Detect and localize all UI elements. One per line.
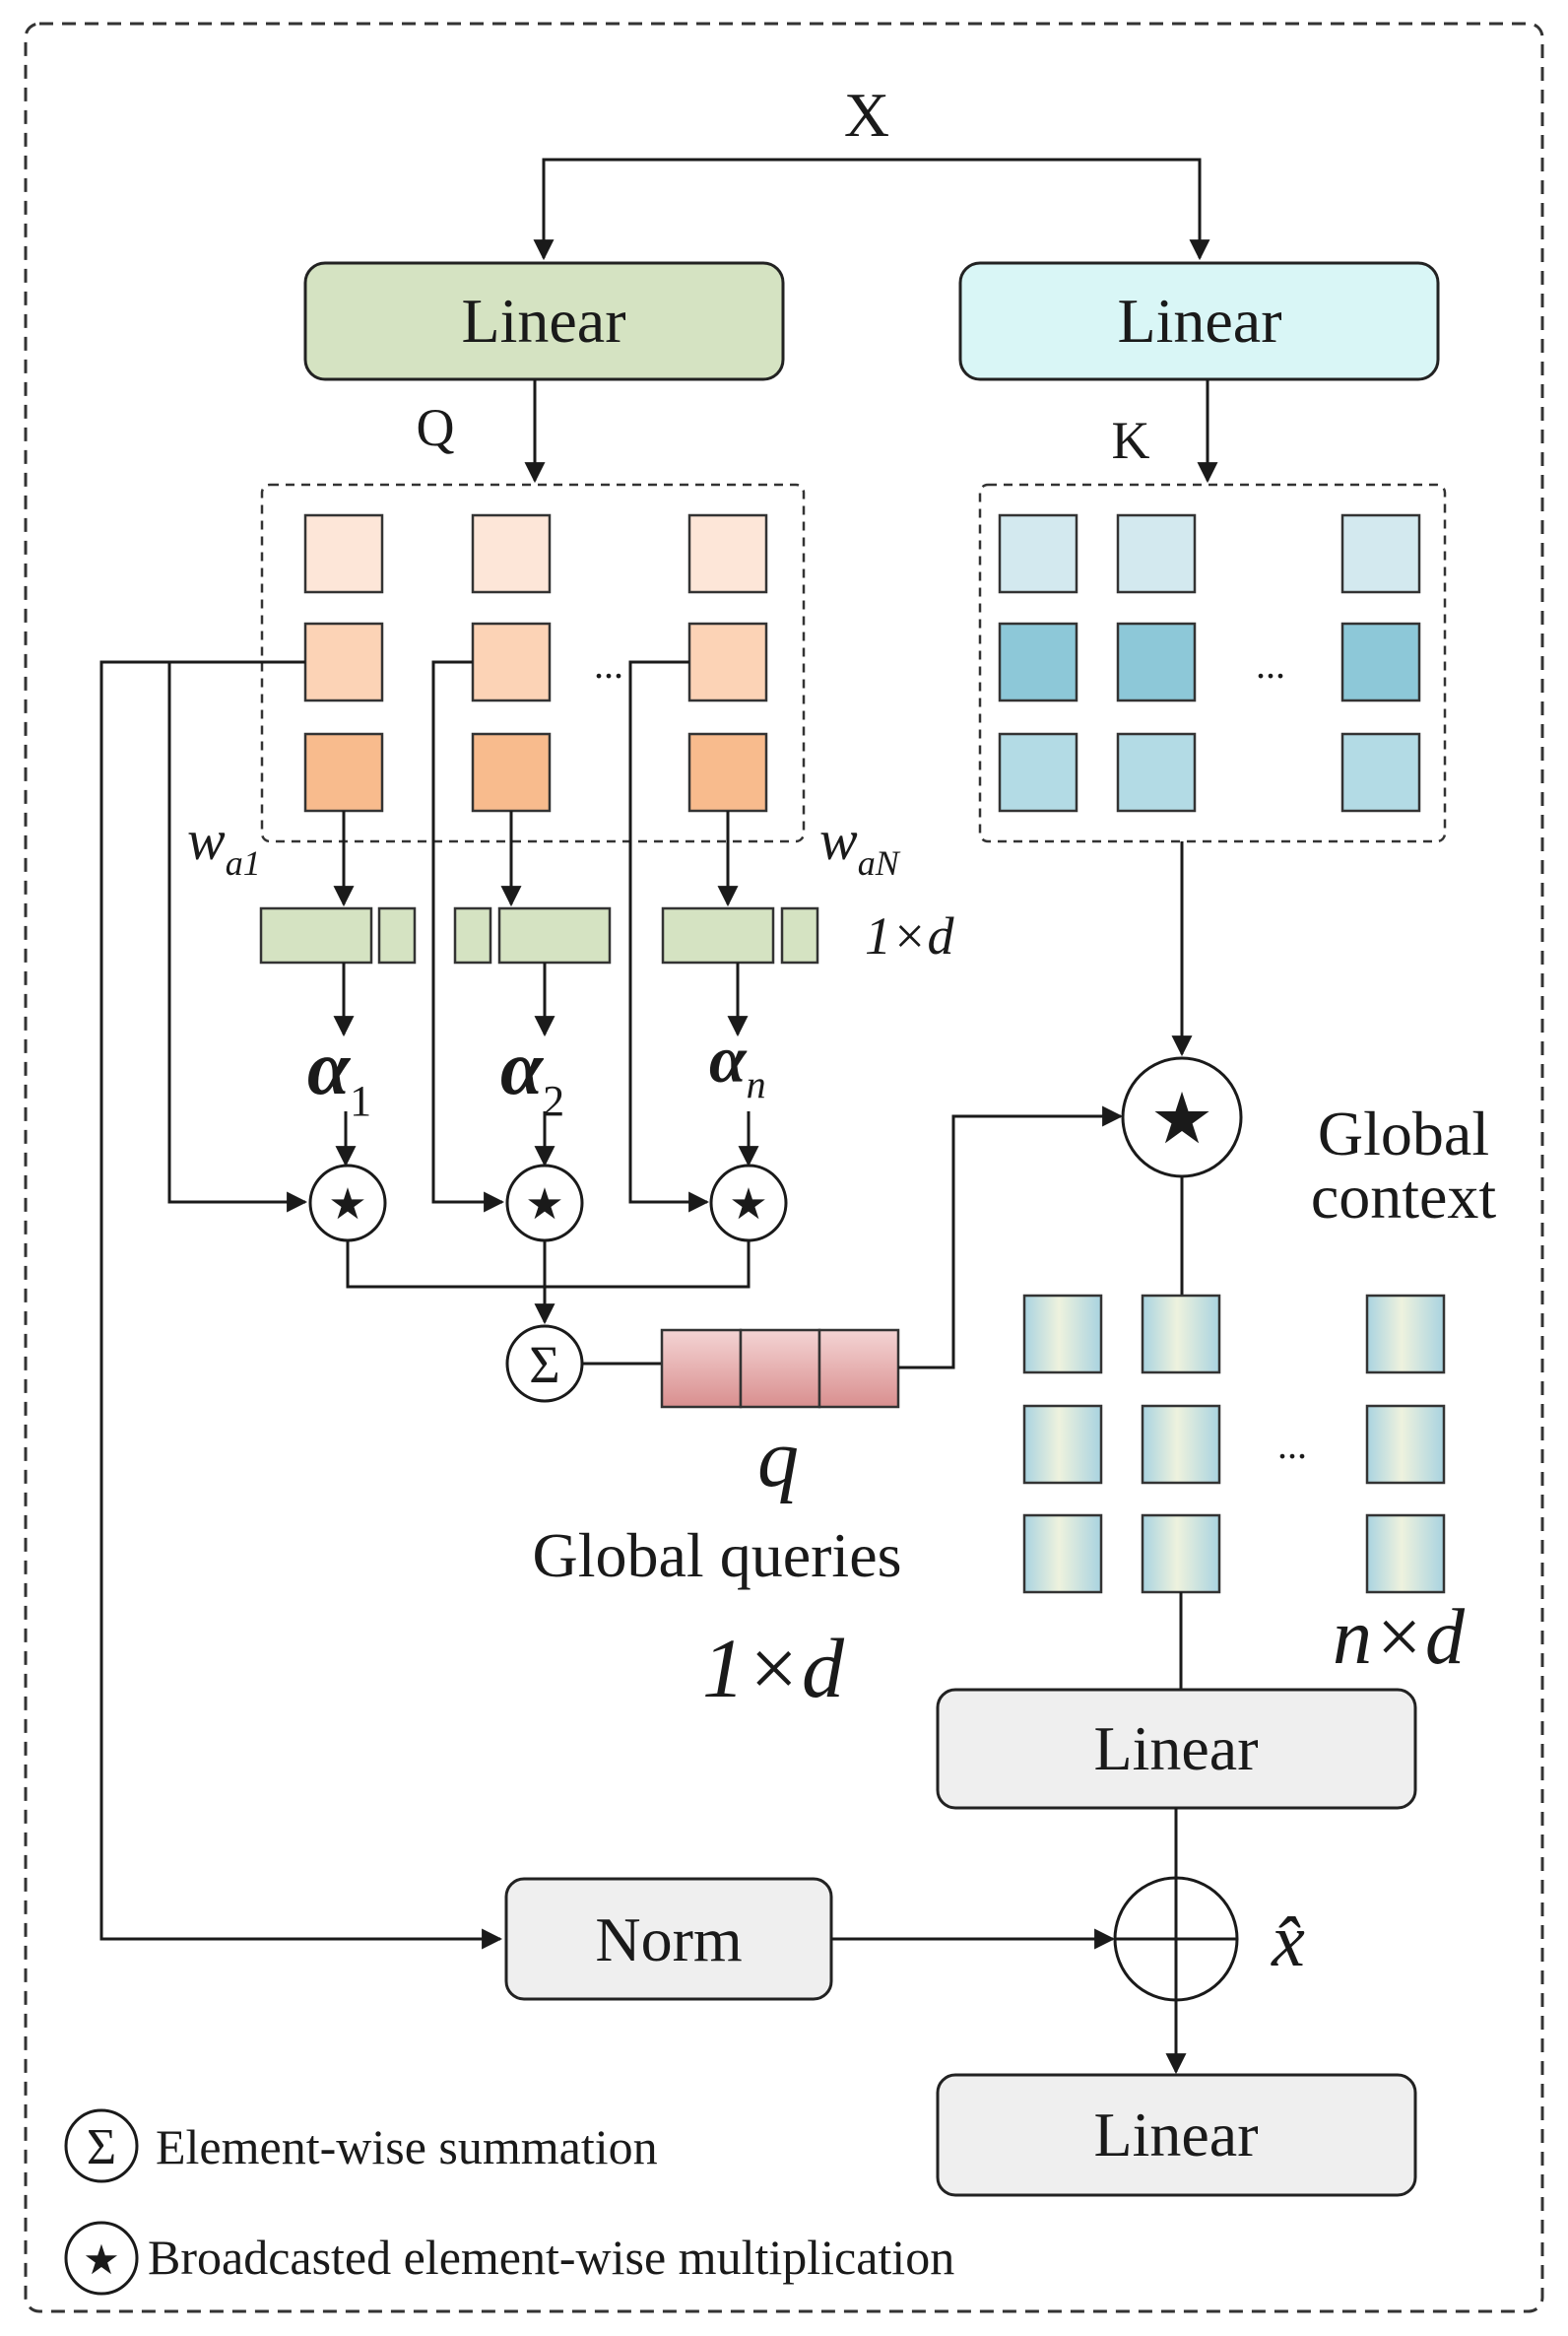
k-cell (1340, 513, 1421, 594)
k-cell (1116, 622, 1197, 702)
k-cell (1340, 622, 1421, 702)
global-queries-dim: 1×d (702, 1621, 845, 1715)
w-aN-label: waN (819, 808, 901, 883)
star-icon: ★ (729, 1180, 767, 1229)
linear-out1-label: Linear (1094, 1713, 1259, 1783)
context-cell (1365, 1404, 1446, 1485)
k-cell (998, 732, 1078, 813)
context-matrix (1022, 1294, 1446, 1594)
tap-line-n (628, 660, 710, 1213)
alpha-1-label: α1 (307, 1025, 371, 1125)
q-matrix (303, 513, 768, 813)
legend-mult-text: Broadcasted element-wise multiplication (148, 2230, 954, 2285)
k-matrix (998, 513, 1421, 813)
q-cell (303, 622, 384, 702)
mult-node-2: ★ (505, 1164, 584, 1242)
query-cell (817, 1328, 900, 1409)
add-node (1113, 1876, 1239, 2002)
x-hat-label: x̂ (1271, 1900, 1305, 1982)
mult-collect-line (346, 1240, 751, 1289)
linear-out2-box (936, 2073, 1417, 2197)
k-cell (998, 622, 1078, 702)
linear-k-box (958, 261, 1440, 381)
context-cell (1365, 1513, 1446, 1594)
q-cell (471, 622, 552, 702)
k-cell (1340, 732, 1421, 813)
k-cell (1116, 513, 1197, 594)
legend-mult: ★ Broadcasted element-wise multiplicatio… (64, 2221, 954, 2296)
q-cell (471, 732, 552, 813)
skip-line-to-norm (99, 660, 503, 1950)
legend: Σ Element-wise summation ★ Broadcasted e… (64, 2108, 954, 2296)
w-a1-label: wa1 (187, 808, 261, 883)
weight-vectors (259, 906, 819, 965)
norm-label: Norm (595, 1904, 742, 1974)
star-icon: ★ (328, 1180, 366, 1229)
weight-vector-1-main (259, 906, 373, 965)
alpha-2-label: α2 (500, 1025, 564, 1125)
linear-out2-label: Linear (1094, 2100, 1259, 2169)
global-context-line2: context (1311, 1162, 1497, 1232)
q-vec-label: q (757, 1413, 799, 1504)
legend-sum: Σ Element-wise summation (64, 2108, 658, 2183)
k-label: K (1112, 411, 1150, 470)
k-cell (1116, 732, 1197, 813)
q-cell (303, 513, 384, 594)
star-icon: ★ (83, 2238, 120, 2284)
weight-vector-2-main (497, 906, 612, 965)
query-cell (739, 1328, 821, 1409)
weight-dim-label: 1×d (865, 906, 954, 966)
tap-line-2 (431, 660, 505, 1213)
global-context-line1: Global (1318, 1099, 1489, 1168)
q-cell (687, 513, 768, 594)
alpha-n-label: αn (709, 1022, 766, 1106)
input-split-line (542, 158, 1202, 258)
linear-q-label: Linear (462, 286, 626, 356)
context-cell (1141, 1404, 1221, 1485)
query-cell (660, 1328, 743, 1409)
q-label: Q (417, 398, 455, 457)
weight-vector-2-side (453, 906, 492, 965)
legend-sum-text: Element-wise summation (156, 2119, 658, 2174)
k-cell (998, 513, 1078, 594)
linear-q-box (303, 261, 785, 381)
context-cell (1365, 1294, 1446, 1374)
weight-vector-n-side (780, 906, 819, 965)
star-icon: ★ (525, 1180, 563, 1229)
input-label: X (844, 80, 889, 150)
context-cell (1022, 1513, 1103, 1594)
sum-icon: Σ (529, 1335, 559, 1394)
linear-k-label: Linear (1118, 286, 1282, 356)
k-dots: ... (1256, 642, 1285, 687)
outer-frame (24, 22, 1544, 2313)
global-query-vector (660, 1328, 900, 1409)
context-cell (1022, 1404, 1103, 1485)
q-cell (471, 513, 552, 594)
context-cell (1141, 1294, 1221, 1374)
q-cell (303, 732, 384, 813)
query-to-context-line (898, 1105, 1124, 1369)
tap-line-1 (167, 662, 308, 1213)
q-dots: ... (594, 642, 623, 687)
star-icon: ★ (1150, 1080, 1214, 1159)
q-cell (687, 732, 768, 813)
weight-vector-1-side (377, 906, 417, 965)
global-queries-label: Global queries (533, 1520, 902, 1590)
mult-node-1: ★ (308, 1164, 387, 1242)
sum-icon: Σ (87, 2119, 116, 2175)
context-mult-node: ★ (1121, 1056, 1243, 1178)
q-cell (687, 622, 768, 702)
k-matrix-frame (978, 483, 1447, 843)
context-dots: ... (1277, 1423, 1307, 1467)
context-cell (1141, 1513, 1221, 1594)
weight-vector-n-main (661, 906, 775, 965)
sum-node: Σ (505, 1324, 584, 1403)
mult-node-n: ★ (709, 1164, 788, 1242)
context-dim-label: n×d (1333, 1594, 1466, 1681)
context-cell (1022, 1294, 1103, 1374)
